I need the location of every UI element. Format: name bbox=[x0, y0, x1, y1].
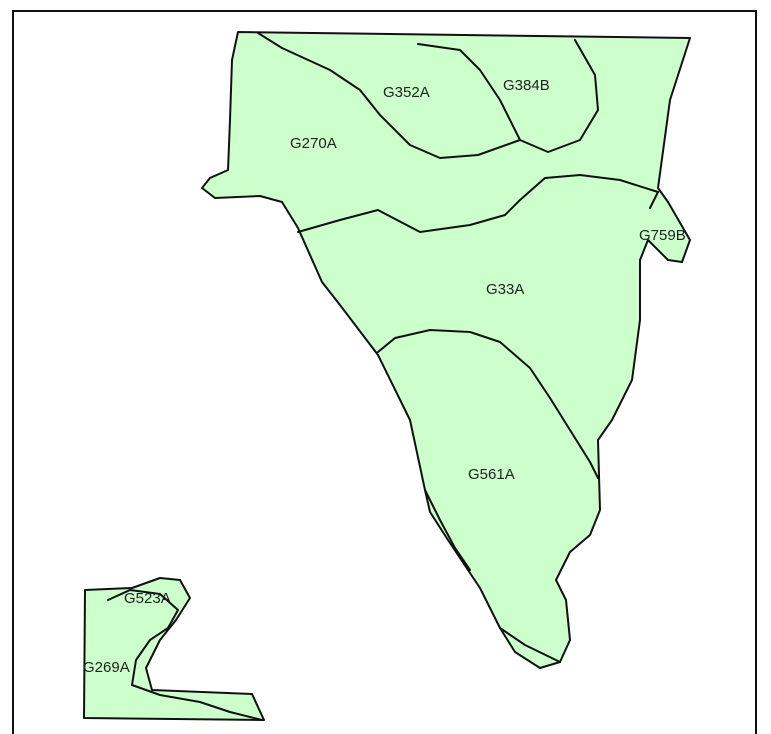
parcel-small-region[interactable] bbox=[83, 577, 265, 721]
boundary-g523a-g269a bbox=[107, 589, 263, 721]
label-g561a: G561A bbox=[468, 466, 515, 483]
label-g759b: G759B bbox=[639, 227, 686, 244]
label-g270a: G270A bbox=[290, 135, 337, 152]
label-g523a: G523A bbox=[124, 590, 171, 607]
boundary-g352a-g384b bbox=[417, 43, 521, 141]
boundary-g759b-inlet bbox=[649, 191, 659, 209]
parcel-main-region[interactable] bbox=[201, 31, 691, 669]
boundary-g384b-east bbox=[519, 39, 599, 153]
label-g269a: G269A bbox=[83, 659, 130, 676]
label-g384b: G384B bbox=[503, 77, 550, 94]
boundary-g270a-g352a bbox=[257, 32, 521, 159]
boundary-g561a-west bbox=[424, 489, 471, 571]
label-g352a: G352A bbox=[383, 84, 430, 101]
boundary-g561a-south bbox=[499, 627, 561, 663]
label-g33a: G33A bbox=[486, 281, 524, 298]
boundary-north-g33a bbox=[297, 174, 659, 233]
boundary-g33a-g561a bbox=[377, 329, 599, 479]
